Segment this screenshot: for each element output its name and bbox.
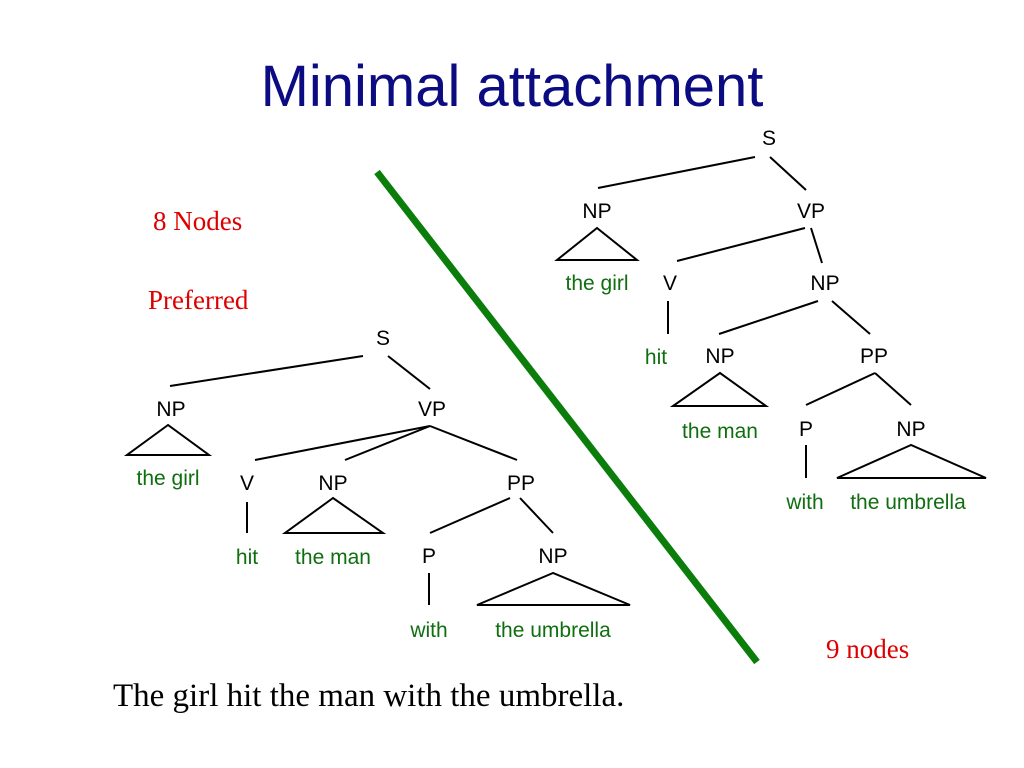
right-edge-vp-v [676,227,806,262]
right-node-vp: VP [796,200,826,223]
right-edge-pp-np [874,372,912,406]
left-word-verb: hit [235,546,259,569]
left-word-subject: the girl [136,467,200,490]
right-edge-vp-np [810,227,823,264]
right-node-np-subject: NP [582,200,612,223]
right-edge-s-vp [769,156,807,191]
right-triangle-subject [554,226,640,261]
left-node-np-pp: NP [538,545,568,568]
right-word-subject: the girl [565,272,629,295]
left-edge-vp-pp [429,425,518,461]
right-edge-s-np [597,156,756,189]
right-edge-pp-p [805,372,876,406]
right-tree-edges [554,156,987,479]
divider-line [374,169,760,665]
right-node-v: V [662,272,678,295]
left-edge-pp-np [519,497,554,534]
left-edge-s-vp [387,355,431,390]
left-triangle-subject [123,423,213,456]
right-triangle-pp-object [836,443,987,479]
right-word-prep: with [786,491,824,514]
right-triangle-object [669,371,770,407]
left-tree-edges [123,355,631,606]
right-word-object: the man [682,420,758,443]
right-node-np-pp: NP [896,418,926,441]
left-node-pp: PP [506,472,536,495]
left-triangle-pp-object [476,571,631,606]
left-node-vp: VP [417,398,447,421]
left-node-count: 8 Nodes [153,206,243,236]
left-word-pp-object: the umbrella [495,619,611,642]
left-triangle-object [281,496,387,534]
right-node-count: 9 nodes [826,634,910,664]
left-node-np-object: NP [318,472,348,495]
slide-title: Minimal attachment [260,54,764,119]
preferred-label: Preferred [148,285,249,315]
right-node-np-object: NP [705,345,735,368]
right-word-pp-object: the umbrella [850,491,966,514]
left-edge-pp-p [429,497,511,534]
left-node-s: S [375,327,391,350]
right-node-p: P [798,418,814,441]
left-edge-vp-v [254,425,431,461]
left-node-v: V [239,472,255,495]
left-word-prep: with [410,619,448,642]
left-node-np-subject: NP [156,398,186,421]
example-sentence: The girl hit the man with the umbrella. [113,678,625,714]
left-word-object: the man [295,546,371,569]
left-edge-s-np [169,355,364,387]
right-node-s: S [761,127,777,150]
right-edge-np-np [718,300,819,335]
right-edge-np-pp [831,300,871,335]
left-node-p: P [421,545,437,568]
right-node-np-complex: NP [810,272,840,295]
right-word-verb: hit [644,346,668,369]
left-edge-vp-np [344,425,431,461]
right-node-pp: PP [859,345,889,368]
